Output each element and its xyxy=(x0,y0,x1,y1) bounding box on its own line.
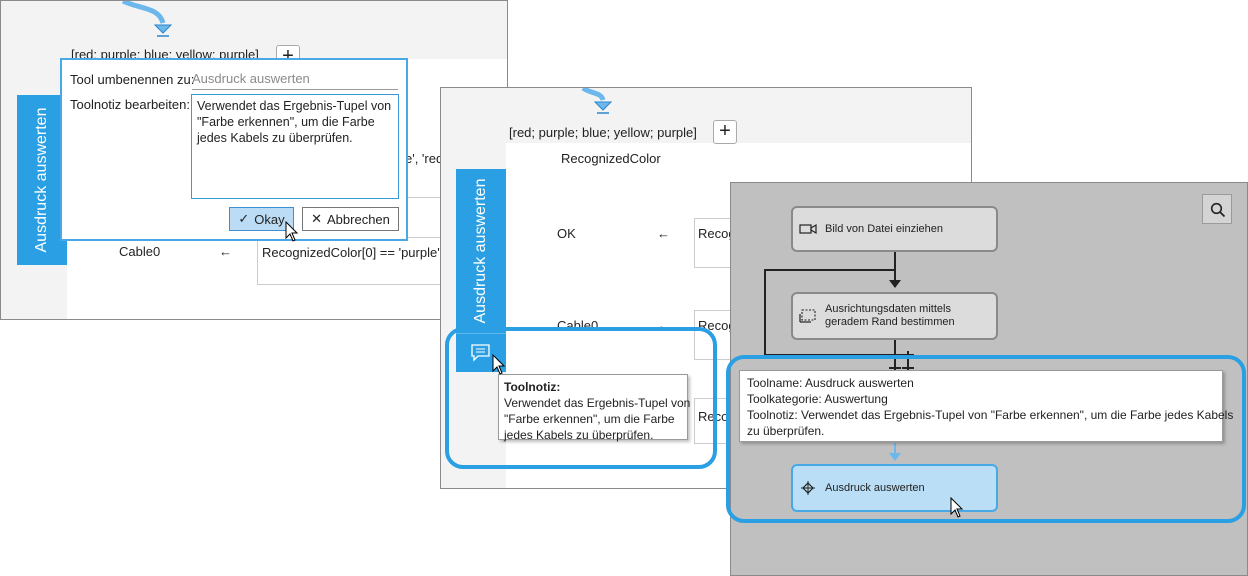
tooltip-tool-category: Toolkategorie: Auswertung xyxy=(747,392,888,406)
highlight-frame xyxy=(445,327,717,469)
note-label: Toolnotiz bearbeiten: xyxy=(70,97,190,112)
note-icon xyxy=(471,344,490,362)
search-button[interactable] xyxy=(1202,194,1232,224)
connector-arrow-icon xyxy=(121,1,173,37)
row-left-label: Cable0 xyxy=(119,244,161,259)
loop-line xyxy=(764,354,914,356)
connector-line xyxy=(894,443,896,457)
expression-field[interactable]: Recog xyxy=(694,218,736,268)
search-icon xyxy=(1210,202,1226,218)
row-left-label: OK xyxy=(557,226,576,241)
tooltip-tool-name: Toolname: Ausdruck auswerten xyxy=(747,376,914,390)
flow-node-alignment[interactable]: Ausrichtungsdaten mittels geradem Rand b… xyxy=(791,292,998,340)
side-tab-tool-name[interactable]: Ausdruck auswerten xyxy=(17,95,67,265)
flow-node-evaluate-expression[interactable]: Ausdruck auswerten xyxy=(791,464,998,512)
panel-edit-note: [red; purple; blue; yellow; purple] + Au… xyxy=(0,0,508,320)
loop-line xyxy=(764,269,766,355)
flow-node-label: Ausdruck auswerten xyxy=(825,482,925,494)
okay-button-label: Okay xyxy=(254,211,285,227)
row-arrow: ← xyxy=(657,226,670,241)
align-icon xyxy=(799,309,816,323)
side-tab-label: Ausdruck auswerten xyxy=(33,107,50,253)
flow-node-label: Bild von Datei einziehen xyxy=(825,223,944,235)
tool-note-tooltip: Toolnotiz: Verwendet das Ergebnis-Tupel … xyxy=(498,374,691,442)
partial-text: e', 'red xyxy=(405,151,444,166)
connector-arrowhead-icon xyxy=(889,280,901,288)
expression-text: RecognizedColor[0] == 'purple' xyxy=(262,245,440,260)
tuple-text: [red; purple; blue; yellow; purple] xyxy=(509,125,697,140)
tooltip-title: Toolnotiz: xyxy=(504,380,561,394)
row-arrow: ← xyxy=(219,244,232,259)
mouse-pointer-icon xyxy=(492,354,506,375)
side-tab-label: Ausdruck auswerten xyxy=(472,178,489,324)
mouse-pointer-icon xyxy=(285,221,299,242)
edit-note-dialog: Tool umbenennen zu: Ausdruck auswerten T… xyxy=(60,58,408,241)
cancel-button[interactable]: ✕ Abbrechen xyxy=(302,207,399,231)
panel-flow-canvas: Bild von Datei einziehen Ausrichtungsdat… xyxy=(730,182,1248,576)
loop-line xyxy=(764,269,895,271)
tool-info-tooltip: Toolname: Ausdruck auswerten Toolkategor… xyxy=(739,370,1234,442)
side-tab-tool-name[interactable]: Ausdruck auswerten xyxy=(456,169,506,333)
mouse-pointer-icon xyxy=(950,497,964,518)
tooltip-tool-note: Toolnotiz: Verwendet das Ergebnis-Tupel … xyxy=(747,408,1234,438)
check-icon: ✓ xyxy=(238,211,250,226)
okay-button[interactable]: ✓ Okay xyxy=(229,207,294,231)
camera-icon xyxy=(799,223,817,235)
connector-arrow-icon xyxy=(581,88,613,114)
cancel-button-label: Abbrechen xyxy=(327,211,390,227)
connector-tick xyxy=(889,367,901,369)
add-button[interactable]: + xyxy=(713,120,737,144)
flow-node-load-image[interactable]: Bild von Datei einziehen xyxy=(791,206,998,252)
connector-arrowhead-icon xyxy=(889,453,901,461)
close-icon: ✕ xyxy=(311,211,322,226)
column-header: RecognizedColor xyxy=(561,151,661,166)
rename-label: Tool umbenennen zu: xyxy=(70,72,195,87)
expression-icon xyxy=(801,481,815,495)
rename-input[interactable]: Ausdruck auswerten xyxy=(192,71,398,90)
connector-tick xyxy=(902,367,914,369)
expression-text: Recog xyxy=(698,226,736,241)
highlight-frame xyxy=(726,355,1246,523)
flow-node-label: Ausrichtungsdaten mittels geradem Rand b… xyxy=(825,303,955,328)
connector-line xyxy=(907,351,909,370)
tooltip-body: Verwendet das Ergebnis-Tupel von "Farbe … xyxy=(504,396,691,442)
note-textarea[interactable]: Verwendet das Ergebnis-Tupel von "Farbe … xyxy=(191,94,399,199)
